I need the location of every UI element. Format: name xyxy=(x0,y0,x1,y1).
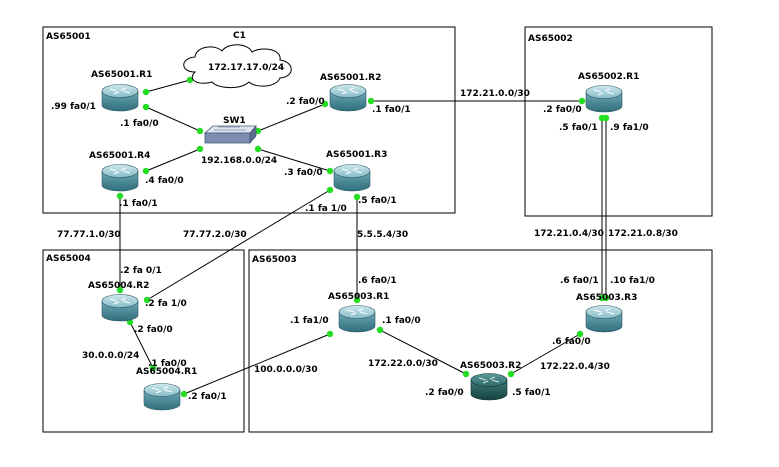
as-box-as65002 xyxy=(524,26,713,217)
switch-subnet: 192.168.0.0/24 xyxy=(201,156,277,166)
router-icon-as65004-r2 xyxy=(101,293,139,322)
router-name-as65004-r2: AS65004.R2 xyxy=(88,281,149,291)
router-icon-as65001-r2 xyxy=(329,83,367,112)
link-endpoint-dots xyxy=(116,76,610,398)
iface-label: .4 fa0/0 xyxy=(145,176,184,186)
iface-label: .1 fa 1/0 xyxy=(305,204,347,214)
as-label-as65004: AS65004 xyxy=(46,254,91,264)
link-as65004r2-as65004r1 xyxy=(129,321,154,369)
router-name-as65003-r3: AS65003.R3 xyxy=(576,293,637,303)
subnet-label: 5.5.5.4/30 xyxy=(357,230,408,240)
iface-label: .10 fa1/0 xyxy=(610,276,655,286)
iface-label: .5 fa0/1 xyxy=(512,388,551,398)
as-label-as65001: AS65001 xyxy=(46,32,91,42)
as-box-as65001 xyxy=(42,26,456,214)
router-icon-as65004-r1 xyxy=(143,382,181,411)
iface-label: .6 fa0/1 xyxy=(560,276,599,286)
router-icon-as65003-r1 xyxy=(338,304,376,333)
link-r2-sw1 xyxy=(257,103,326,132)
as-label-as65003: AS65003 xyxy=(252,255,297,265)
iface-label: .1 fa1/0 xyxy=(290,316,329,326)
link-as65004r1-as65003r1 xyxy=(183,333,331,395)
subnet-label: 77.77.1.0/30 xyxy=(57,230,121,240)
cloud-name: C1 xyxy=(233,31,246,41)
iface-label: .6 fa0/0 xyxy=(552,337,591,347)
iface-label: .2 fa0/0 xyxy=(543,105,582,115)
router-icon-as65002-r1 xyxy=(585,84,623,113)
subnet-label: 100.0.0.0/30 xyxy=(254,365,318,375)
iface-label: .1 fa0/0 xyxy=(148,359,187,369)
router-name-as65001-r2: AS65001.R2 xyxy=(320,73,381,83)
iface-label: .2 fa0/1 xyxy=(188,392,227,402)
link-r1-cloud xyxy=(145,79,191,93)
subnet-label: 30.0.0.0/24 xyxy=(82,351,139,361)
iface-label: .2 fa0/0 xyxy=(134,325,173,335)
router-name-as65001-r4: AS65001.R4 xyxy=(89,151,150,161)
router-icon-as65001-r3 xyxy=(333,163,371,192)
iface-label: .1 fa0/1 xyxy=(372,105,411,115)
link-r3-as65004r2 xyxy=(146,189,331,301)
router-name-as65003-r2: AS65003.R2 xyxy=(460,361,521,371)
link-r1-sw1 xyxy=(145,106,201,132)
as-box-as65003 xyxy=(248,249,713,433)
cloud-subnet: 172.17.17.0/24 xyxy=(208,63,284,73)
subnet-label: 172.22.0.4/30 xyxy=(540,362,610,372)
switch-name: SW1 xyxy=(223,116,246,126)
link-r4-sw1 xyxy=(145,148,201,172)
iface-label: .5 fa0/1 xyxy=(559,123,598,133)
router-icon-as65003-r2 xyxy=(470,372,508,401)
cloud-c1 xyxy=(183,44,292,89)
subnet-label: 172.21.0.8/30 xyxy=(608,229,678,239)
iface-label: .2 fa0/0 xyxy=(286,97,325,107)
iface-label: .2 fa 0/1 xyxy=(120,266,162,276)
switch-sw1 xyxy=(203,124,257,145)
router-name-as65002-r1: AS65002.R1 xyxy=(578,72,639,82)
iface-label: .6 fa0/1 xyxy=(358,276,397,286)
subnet-label: 172.22.0.0/30 xyxy=(368,359,438,369)
links xyxy=(119,79,607,395)
iface-label: .2 fa 1/0 xyxy=(145,299,187,309)
subnet-label: 77.77.2.0/30 xyxy=(183,230,247,240)
link-as65003r2-as65003r3 xyxy=(510,333,581,375)
iface-label: .1 fa0/0 xyxy=(120,119,159,129)
iface-label: .99 fa0/1 xyxy=(51,102,96,112)
router-icon-as65001-r1 xyxy=(101,83,139,112)
router-icon-as65003-r3 xyxy=(585,304,623,333)
iface-label: .1 fa0/1 xyxy=(119,199,158,209)
router-name-as65004-r1: AS65004.R1 xyxy=(136,367,197,377)
cloud-icon xyxy=(183,44,292,89)
iface-label: .3 fa0/0 xyxy=(284,168,323,178)
iface-label: .1 fa0/0 xyxy=(382,316,421,326)
iface-label: .2 fa0/0 xyxy=(425,388,464,398)
router-name-as65003-r1: AS65003.R1 xyxy=(328,292,389,302)
router-name-as65001-r1: AS65001.R1 xyxy=(91,70,152,80)
subnet-label: 172.21.0.4/30 xyxy=(534,229,604,239)
as-box-as65004 xyxy=(42,249,245,433)
link-r3-sw1 xyxy=(257,148,331,172)
iface-label: .5 fa0/1 xyxy=(358,196,397,206)
link-as65003r1-as65003r2 xyxy=(379,329,467,375)
iface-label: .9 fa1/0 xyxy=(610,123,649,133)
subnet-label: 172.21.0.0/30 xyxy=(460,89,530,99)
router-icon-as65001-r4 xyxy=(101,163,139,192)
as-label-as65002: AS65002 xyxy=(528,34,573,44)
router-name-as65001-r3: AS65001.R3 xyxy=(326,150,387,160)
